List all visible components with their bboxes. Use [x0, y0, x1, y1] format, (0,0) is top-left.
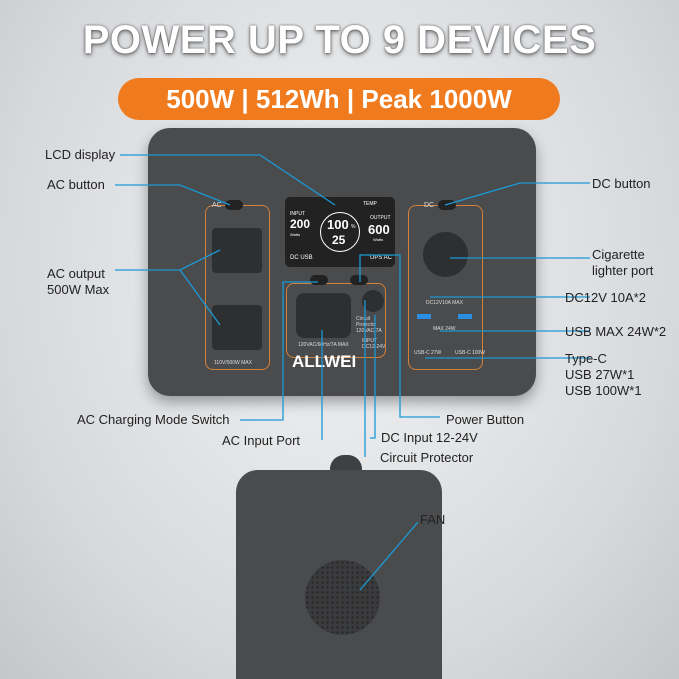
ac-charging-switch[interactable] [310, 275, 328, 285]
lcd-input-unit: Watts [290, 232, 301, 237]
lcd-temp: 25 [332, 233, 346, 247]
ac-rating: 110V/500W MAX [214, 360, 252, 366]
dc-rating: DC12V10A MAX [426, 300, 463, 306]
lcd-dc-usb: DC USB [290, 255, 313, 261]
lcd-input-label: INPUT [290, 211, 305, 217]
callout-power-button: Power Button [446, 412, 525, 427]
lcd-ups-ac: UPS AC [370, 255, 393, 261]
callout-cigarette: Cigarette lighter port [592, 247, 654, 278]
circuit-protector-label: Circuit Protector 120VAC/7A [356, 316, 382, 334]
callout-typec: Type-C USB 27W*1 USB 100W*1 [565, 351, 642, 398]
callout-fan: FAN [420, 512, 446, 527]
fan-icon [305, 560, 380, 635]
brand-logo: ALLWEI [292, 352, 357, 371]
ac-outlet [212, 228, 262, 273]
ac-panel-label: AC [212, 202, 222, 209]
ac-input-port [296, 293, 351, 338]
lcd-output-unit: Watts [373, 237, 384, 242]
callout-ac-input: AC Input Port [222, 433, 301, 448]
usbc1-label: USB-C 27W [414, 350, 442, 356]
callout-lcd: LCD display [45, 147, 116, 162]
lcd-temp-label: TEMP [363, 201, 377, 207]
lcd-battery: 100 [327, 217, 349, 232]
dc-input-label: INPUT DC12-24V [362, 338, 386, 350]
ac-button[interactable] [225, 200, 243, 210]
callout-usb: USB MAX 24W*2 [565, 324, 667, 339]
usb-max-label: MAX 24W [433, 326, 456, 332]
ac-input-rating: 120VAC/60Hz/7A MAX [298, 342, 349, 348]
lcd-output-label: OUTPUT [370, 215, 391, 221]
callout-dc-input: DC Input 12-24V [381, 430, 478, 445]
cigarette-port [423, 232, 468, 277]
callout-ac-switch: AC Charging Mode Switch [77, 412, 230, 427]
lcd-output-value: 600 [368, 222, 390, 237]
power-button[interactable] [350, 275, 368, 285]
callout-ac-button: AC button [47, 177, 105, 192]
callout-dc12v: DC12V 10A*2 [565, 290, 646, 305]
callout-ac-output: AC output 500W Max [47, 266, 110, 297]
specs-badge: 500W | 512Wh | Peak 1000W [118, 78, 560, 120]
dc-panel-label: DC [424, 202, 435, 209]
callout-dc-button: DC button [592, 176, 651, 191]
lcd-ring [320, 212, 360, 252]
usb-a-port [417, 314, 431, 319]
headline: POWER UP TO 9 DEVICES [82, 18, 597, 62]
circuit-protector[interactable] [362, 290, 384, 312]
usb-a-port [458, 314, 472, 319]
usbc2-label: USB-C 100W [455, 350, 486, 356]
input-panel [286, 283, 386, 358]
callout-circuit-protector: Circuit Protector [380, 450, 474, 465]
lcd-battery-unit: % [351, 224, 356, 230]
ac-outlet [212, 305, 262, 350]
lcd-input-value: 200 [290, 217, 311, 231]
